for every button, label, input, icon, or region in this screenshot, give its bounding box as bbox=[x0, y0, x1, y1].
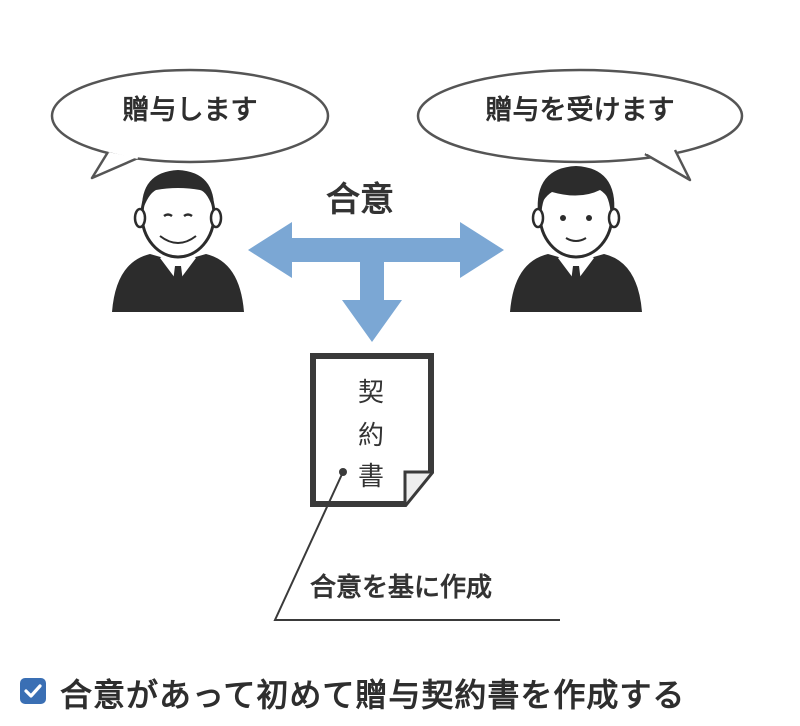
speech-bubble-right bbox=[416, 68, 744, 182]
document-title-char: 書 bbox=[357, 462, 384, 492]
giver-person-icon bbox=[112, 170, 244, 312]
document-title-char: 契 bbox=[357, 378, 384, 408]
agreement-arrows bbox=[248, 222, 504, 342]
checkbox-checked-icon[interactable] bbox=[20, 678, 46, 704]
contract-document-icon bbox=[310, 353, 434, 507]
agreement-label: 合意 bbox=[326, 180, 394, 220]
giver-statement: 贈与します bbox=[122, 95, 258, 126]
footer-statement: 合意があって初めて贈与契約書を作成する bbox=[60, 676, 686, 714]
recipient-person-icon bbox=[510, 166, 642, 312]
speech-bubble-left bbox=[50, 68, 330, 180]
recipient-statement: 贈与を受けます bbox=[485, 95, 675, 126]
document-title-char: 約 bbox=[357, 421, 384, 451]
callout-note: 合意を基に作成 bbox=[310, 573, 493, 603]
callout-line bbox=[273, 468, 560, 621]
check-icon bbox=[24, 684, 42, 698]
